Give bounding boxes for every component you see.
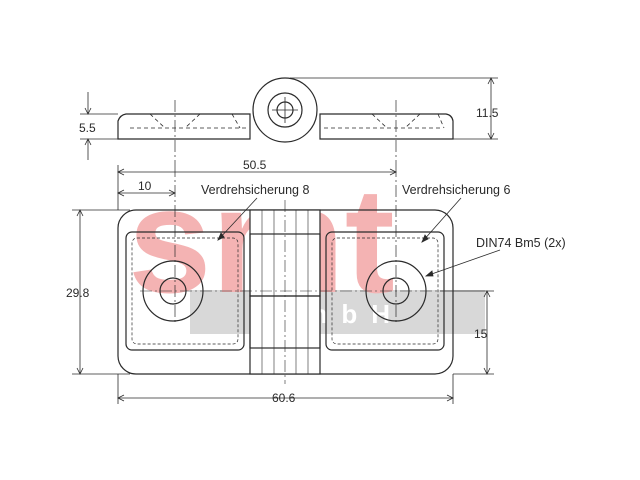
- callout-right-label: Verdrehsicherung 6: [402, 183, 510, 197]
- dim-hole-spacing-label: 50.5: [243, 158, 267, 172]
- dim-height-label: 29.8: [66, 286, 90, 300]
- side-view-pin-outer: [267, 92, 303, 128]
- dim-height: [72, 209, 130, 375]
- dim-hole-spacing: [117, 165, 397, 210]
- callout-screw-leader: [424, 249, 501, 277]
- callout-screw-label: DIN74 Bm5 (2x): [476, 236, 566, 250]
- side-view: [117, 77, 454, 165]
- dim-side-height-label: 11.5: [476, 106, 499, 120]
- side-view-hidden-lines: [130, 113, 445, 129]
- dim-half-height: [440, 290, 494, 375]
- dim-side-thickness-label: 5.5: [79, 121, 96, 135]
- dim-edge-to-hole-label: 10: [138, 179, 152, 193]
- dim-edge-to-hole: [117, 189, 176, 197]
- callout-left-leader: [217, 197, 258, 241]
- callout-right-leader: [421, 197, 462, 243]
- front-view-hinge-lines: [261, 210, 309, 374]
- side-view-knuckle: [252, 77, 318, 143]
- watermark-band: [190, 290, 485, 334]
- callout-left-label: Verdrehsicherung 8: [201, 183, 309, 197]
- dim-side-thickness: [80, 92, 118, 160]
- side-view-right-plate: [319, 113, 454, 140]
- side-view-left-plate: [117, 113, 251, 140]
- dim-half-height-label: 15: [474, 327, 488, 341]
- dim-width-label: 60.6: [272, 391, 296, 405]
- right-pocket-inner: [331, 237, 439, 345]
- front-view: [117, 165, 454, 384]
- dim-side-height: [290, 77, 498, 140]
- dim-width: [117, 374, 454, 404]
- left-pocket-inner: [131, 237, 239, 345]
